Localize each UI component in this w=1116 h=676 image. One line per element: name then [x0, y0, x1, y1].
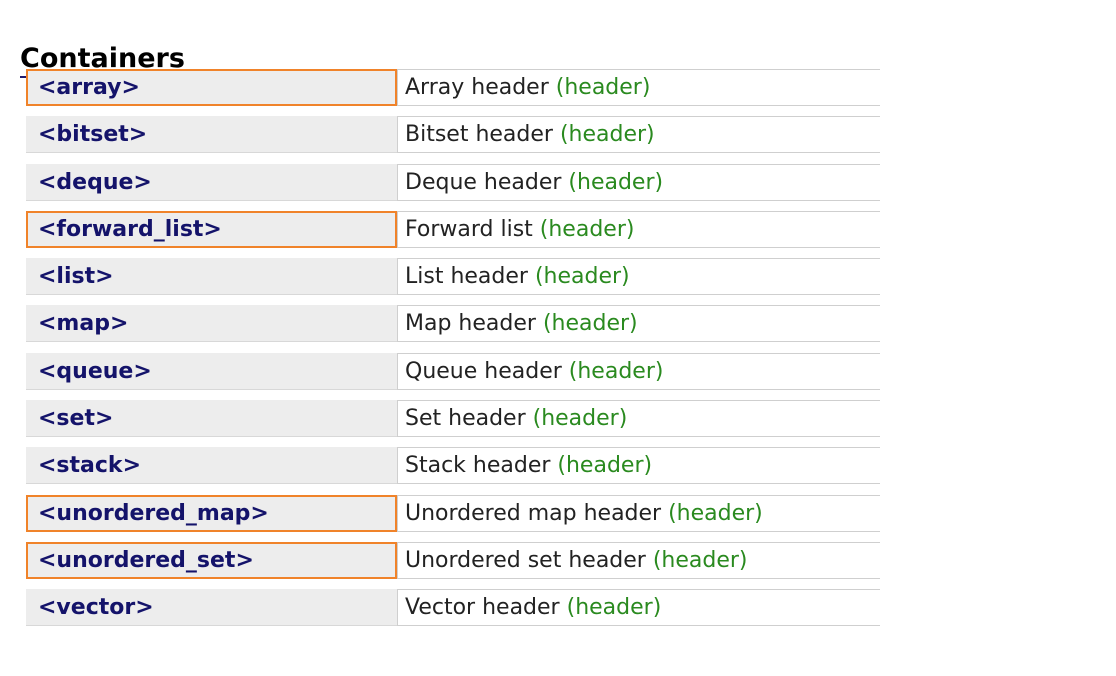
header-tag: (header): [568, 169, 664, 195]
header-link[interactable]: <set>: [38, 406, 114, 432]
header-description-cell: Unordered set header (header): [397, 541, 880, 579]
header-tag: (header): [668, 500, 763, 526]
header-tag: (header): [534, 264, 630, 290]
header-description-cell: Forward list (header): [397, 210, 880, 248]
header-tag: (header): [557, 453, 653, 479]
header-description-cell: Stack header (header): [397, 447, 880, 485]
header-name-cell: <bitset>: [26, 116, 397, 154]
header-name-cell: <forward_list>: [26, 210, 397, 248]
header-link[interactable]: <unordered_set>: [38, 547, 254, 573]
table-row: <array> Array header (header): [26, 65, 880, 112]
header-name-cell: <unordered_set>: [26, 541, 397, 579]
header-link[interactable]: <vector>: [38, 595, 154, 621]
header-link[interactable]: <map>: [38, 311, 129, 337]
header-link[interactable]: <array>: [38, 75, 140, 100]
header-description: List header: [405, 264, 528, 290]
header-description-cell: Vector header (header): [397, 589, 880, 627]
header-name-cell: <unordered_map>: [26, 494, 397, 532]
table-row: <stack> Stack header (header): [26, 443, 880, 490]
containers-table: <array> Array header (header) <bitset> Bits…: [26, 65, 880, 633]
table-row: <forward_list> Forward list (header): [26, 207, 880, 254]
header-description: Array header: [405, 75, 549, 100]
header-description: Unordered set header: [405, 547, 646, 573]
header-description: Deque header: [405, 169, 562, 195]
header-description: Map header: [405, 311, 536, 337]
header-tag: (header): [568, 358, 664, 384]
header-link[interactable]: <list>: [38, 264, 114, 290]
header-name-cell: <array>: [26, 69, 397, 106]
header-description-cell: Deque header (header): [397, 163, 880, 201]
header-description: Stack header: [405, 453, 551, 479]
header-link[interactable]: <stack>: [38, 453, 141, 479]
header-description: Forward list: [405, 216, 533, 242]
table-row: <list> List header (header): [26, 254, 880, 301]
header-description: Set header: [405, 406, 526, 432]
table-row: <unordered_map> Unordered map header (hea…: [26, 491, 880, 538]
header-name-cell: <map>: [26, 305, 397, 343]
header-name-cell: <queue>: [26, 352, 397, 390]
table-row: <vector> Vector header (header): [26, 585, 880, 632]
table-row: <bitset> Bitset header (header): [26, 112, 880, 159]
header-tag: (header): [652, 547, 748, 573]
table-row: <map> Map header (header): [26, 301, 880, 348]
header-link[interactable]: <unordered_map>: [38, 500, 269, 526]
header-name-cell: <set>: [26, 400, 397, 438]
header-description: Bitset header: [405, 122, 553, 148]
header-link[interactable]: <bitset>: [38, 122, 148, 148]
header-tag: (header): [539, 216, 635, 242]
header-link[interactable]: <forward_list>: [38, 216, 222, 242]
header-description: Vector header: [405, 595, 560, 621]
table-row: <deque> Deque header (header): [26, 160, 880, 207]
header-name-cell: <deque>: [26, 163, 397, 201]
header-description-cell: List header (header): [397, 258, 880, 296]
header-link[interactable]: <queue>: [38, 358, 152, 384]
header-description-cell: Set header (header): [397, 400, 880, 438]
header-name-cell: <vector>: [26, 589, 397, 627]
header-description-cell: Array header (header): [397, 69, 880, 106]
header-name-cell: <stack>: [26, 447, 397, 485]
header-description-cell: Unordered map header (header): [397, 494, 880, 532]
header-name-cell: <list>: [26, 258, 397, 296]
header-tag: (header): [542, 311, 638, 337]
header-description-cell: Bitset header (header): [397, 116, 880, 154]
header-description-cell: Map header (header): [397, 305, 880, 343]
header-tag: (header): [555, 75, 651, 100]
header-tag: (header): [532, 406, 628, 432]
header-tag: (header): [559, 122, 655, 148]
table-row: <queue> Queue header (header): [26, 349, 880, 396]
header-description-cell: Queue header (header): [397, 352, 880, 390]
header-description: Queue header: [405, 358, 562, 384]
header-description: Unordered map header: [405, 500, 662, 526]
header-tag: (header): [566, 595, 662, 621]
header-link[interactable]: <deque>: [38, 169, 152, 195]
table-row: <set> Set header (header): [26, 396, 880, 443]
table-row: <unordered_set> Unordered set header (hea…: [26, 538, 880, 585]
